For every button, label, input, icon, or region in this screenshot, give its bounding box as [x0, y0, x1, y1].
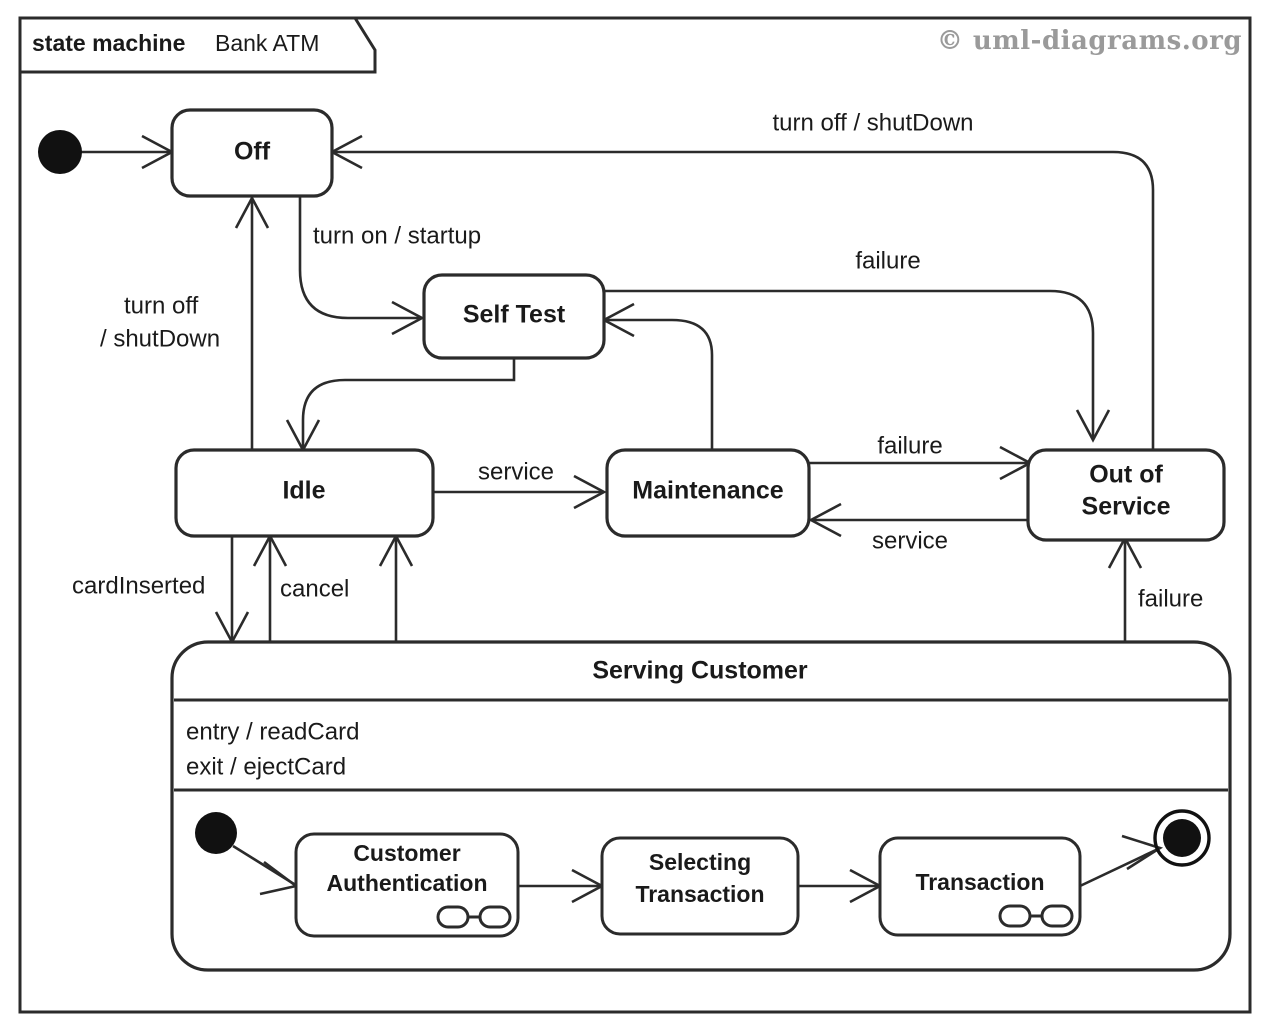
edge-maintenance-to-self-test	[601, 302, 714, 450]
state-idle[interactable]: Idle	[174, 448, 435, 538]
serving-customer-exit-activity: exit / ejectCard	[186, 753, 346, 780]
edge-transaction-to-final	[1079, 834, 1164, 888]
edge-serving-customer-to-out-of-service	[1107, 535, 1143, 642]
frame-name-label: Bank ATM	[215, 30, 319, 56]
edge-idle-to-off	[234, 195, 270, 450]
serving-customer-title: Serving Customer	[592, 657, 808, 685]
state-self-test-label: Self Test	[463, 301, 566, 329]
edge-label-failure-serving: failure	[1138, 585, 1203, 612]
edge-idle-to-maintenance	[433, 474, 607, 510]
substate-selecting-transaction-label-line1: Selecting	[649, 849, 751, 875]
edge-label-turn-off-shutdown-line1: turn off	[124, 292, 199, 319]
substate-customer-authentication-label-line1: Customer	[353, 840, 460, 866]
edge-off-to-self-test	[298, 197, 425, 336]
state-serving-customer[interactable]: Serving Customer entry / readCard exit /…	[170, 640, 1232, 972]
edge-label-cancel: cancel	[280, 575, 349, 602]
edge-self-test-to-out-of-service	[604, 289, 1111, 443]
state-maintenance[interactable]: Maintenance	[605, 448, 811, 538]
substate-selecting-transaction-label-line2: Transaction	[635, 881, 764, 907]
state-out-of-service-label-line1: Out of	[1089, 461, 1163, 489]
edge-label-service-idle: service	[478, 458, 554, 485]
substate-customer-authentication-label-line2: Authentication	[327, 870, 488, 896]
edge-serving-customer-to-idle-done	[378, 533, 414, 642]
substate-transaction[interactable]: Transaction	[878, 836, 1082, 937]
edge-label-failure-self-test: failure	[855, 247, 920, 274]
frame-kind-label: state machine	[32, 30, 185, 56]
edge-idle-to-serving-customer	[214, 536, 250, 645]
inner-initial-state-node	[195, 812, 237, 854]
state-out-of-service-label-line2: Service	[1082, 493, 1171, 521]
edge-label-turn-off-shutdown-line2: / shutDown	[100, 325, 220, 352]
substate-customer-authentication[interactable]: Customer Authentication	[294, 832, 520, 938]
state-maintenance-label: Maintenance	[632, 477, 784, 505]
state-off[interactable]: Off	[170, 108, 334, 198]
state-self-test[interactable]: Self Test	[422, 273, 606, 360]
final-state-node	[1153, 809, 1211, 867]
diagram-frame	[18, 16, 1252, 1014]
edge-label-turn-off-shutdown-top: turn off / shutDown	[773, 109, 974, 136]
substate-selecting-transaction[interactable]: Selecting Transaction	[600, 836, 800, 936]
edge-label-card-inserted: cardInserted	[72, 572, 205, 599]
state-idle-label: Idle	[282, 477, 325, 505]
composite-state-icon	[436, 905, 512, 929]
copyright-label: © uml-diagrams.org	[937, 26, 1242, 56]
substate-transaction-label: Transaction	[915, 869, 1044, 895]
state-out-of-service[interactable]: Out of Service	[1026, 448, 1226, 542]
serving-customer-entry-activity: entry / readCard	[186, 718, 359, 745]
state-off-label: Off	[234, 138, 271, 166]
edge-label-turn-on-startup: turn on / startup	[313, 222, 481, 249]
edge-label-service-out-of-service: service	[872, 527, 948, 554]
composite-state-icon	[998, 904, 1074, 928]
edge-out-of-service-to-maintenance	[808, 502, 1028, 538]
initial-state-node	[38, 130, 82, 174]
edge-initial-to-off	[78, 134, 175, 170]
edge-label-failure-maintenance: failure	[877, 432, 942, 459]
edge-self-test-to-idle	[285, 358, 516, 453]
